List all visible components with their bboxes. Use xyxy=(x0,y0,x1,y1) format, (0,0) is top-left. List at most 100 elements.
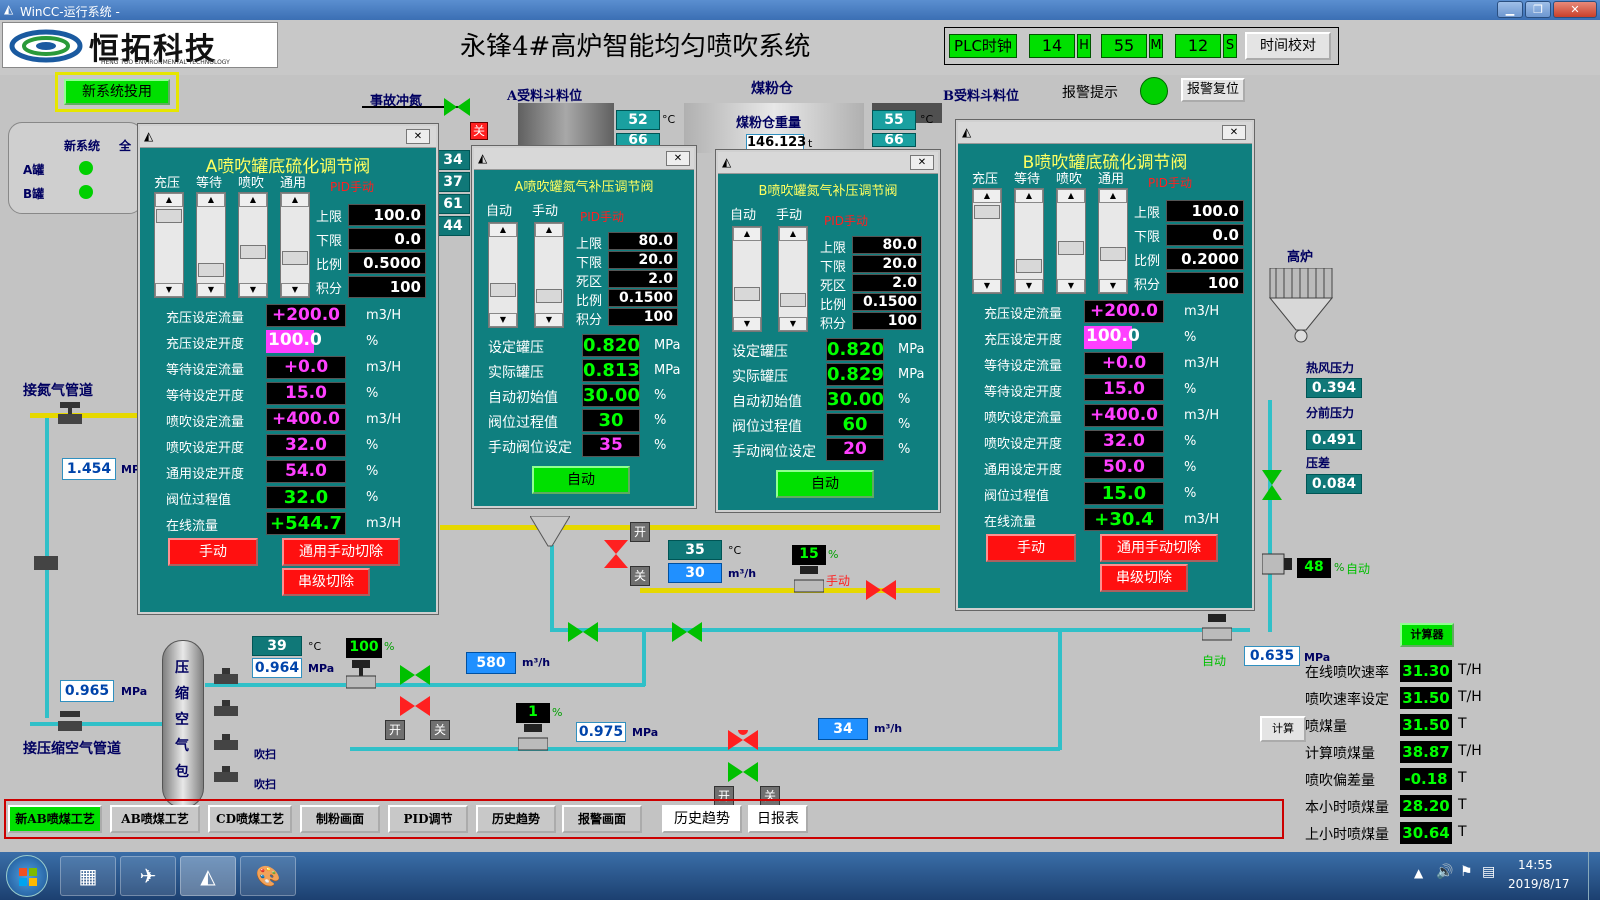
pbn2-row-value[interactable]: 30.00 xyxy=(826,388,884,411)
pb-slider-thumb[interactable] xyxy=(1016,259,1042,273)
pa-slider-down-icon[interactable]: ▼ xyxy=(155,283,183,297)
valve-1-icon[interactable] xyxy=(518,724,548,752)
pb-slider-down-icon[interactable]: ▼ xyxy=(1099,279,1127,293)
pb-slider-2[interactable]: ▲▼ xyxy=(1056,188,1086,294)
alarm-reset-button[interactable]: 报警复位 xyxy=(1181,78,1245,102)
pbn2-slider-up-icon[interactable]: ▲ xyxy=(733,227,761,241)
mid-control-valve-icon[interactable] xyxy=(794,566,824,594)
pbn2-slider-thumb[interactable] xyxy=(734,287,760,301)
green-vertical-valve-icon[interactable] xyxy=(1262,470,1282,500)
pan2-limit-value[interactable]: 100 xyxy=(608,308,678,326)
pan2-limit-value[interactable]: 2.0 xyxy=(608,270,678,288)
pb-row-value[interactable]: 32.0 xyxy=(1084,430,1164,453)
mid-valve-icon[interactable] xyxy=(34,552,58,574)
bag-control-valve-icon[interactable] xyxy=(346,660,376,690)
pbn2-slider-0[interactable]: ▲▼ xyxy=(732,226,762,332)
pb-slider-1[interactable]: ▲▼ xyxy=(1014,188,1044,294)
pa-row-value[interactable]: 32.0 xyxy=(266,434,346,457)
pa-slider-down-icon[interactable]: ▼ xyxy=(281,283,309,297)
lower-right-valve-icon[interactable] xyxy=(1202,614,1232,642)
pa-slider-down-icon[interactable]: ▼ xyxy=(239,283,267,297)
nav-button-8[interactable]: 日报表 xyxy=(748,805,808,833)
tray-expand-icon[interactable]: ▲ xyxy=(1414,866,1424,880)
pan2-row-value[interactable]: 0.820 xyxy=(582,334,640,357)
pa-slider-down-icon[interactable]: ▼ xyxy=(197,283,225,297)
pbn2-limit-value[interactable]: 80.0 xyxy=(852,236,922,254)
close-button[interactable]: ✕ xyxy=(1553,1,1597,18)
pbn2-row-value[interactable]: 60 xyxy=(826,413,884,436)
pb-row-value[interactable]: 50.0 xyxy=(1084,456,1164,479)
panel-a-close-button[interactable]: ✕ xyxy=(406,129,430,144)
bag-valve-3-icon[interactable] xyxy=(214,734,238,752)
pb-slider-thumb[interactable] xyxy=(974,205,1000,219)
panel-a-manual-button[interactable]: 手动 xyxy=(168,538,258,566)
pbn2-row-value[interactable]: 0.829 xyxy=(826,363,884,386)
pb-row-value[interactable]: +200.0 xyxy=(1084,300,1164,323)
maximize-button[interactable]: ❐ xyxy=(1525,1,1551,18)
pan2-row-value[interactable]: 0.813 xyxy=(582,359,640,382)
pa-limit-value[interactable]: 0.0 xyxy=(348,228,426,250)
pbn2-row-value[interactable]: 0.820 xyxy=(826,338,884,361)
pb-slider-thumb[interactable] xyxy=(1100,247,1126,261)
pan2-slider-up-icon[interactable]: ▲ xyxy=(535,223,563,237)
pb-slider-up-icon[interactable]: ▲ xyxy=(973,189,1001,203)
pb-slider-0[interactable]: ▲▼ xyxy=(972,188,1002,294)
pb-slider-thumb[interactable] xyxy=(1058,241,1084,255)
n2-valve-icon[interactable] xyxy=(58,402,82,424)
close-button-3[interactable]: 关 xyxy=(630,566,650,586)
nav-button-7[interactable]: 历史趋势 xyxy=(662,805,742,833)
pb-row-value[interactable]: 100.0 xyxy=(1084,326,1140,349)
panel-bn2-auto-button[interactable]: 自动 xyxy=(776,470,874,498)
pbn2-slider-up-icon[interactable]: ▲ xyxy=(779,227,807,241)
pan2-row-value[interactable]: 30 xyxy=(582,409,640,432)
panel-a-general-manual-off-button[interactable]: 通用手动切除 xyxy=(282,538,400,566)
bag-valve-4-icon[interactable] xyxy=(214,766,238,784)
pb-slider-up-icon[interactable]: ▲ xyxy=(1015,189,1043,203)
green-valve-3-icon[interactable] xyxy=(568,622,598,642)
action-center-icon[interactable]: ▤ xyxy=(1482,864,1496,880)
pa-row-value[interactable]: 100.0 xyxy=(266,330,322,353)
pa-slider-1[interactable]: ▲▼ xyxy=(196,192,226,298)
pa-row-value[interactable]: +544.7 xyxy=(266,512,346,535)
panel-an2-auto-button[interactable]: 自动 xyxy=(532,466,630,494)
network-icon[interactable]: ⚑ xyxy=(1460,864,1473,880)
nav-button-1[interactable]: AB喷煤工艺 xyxy=(110,805,200,833)
pbn2-limit-value[interactable]: 0.1500 xyxy=(852,293,922,311)
pbn2-slider-down-icon[interactable]: ▼ xyxy=(779,317,807,331)
panel-b-close-button[interactable]: ✕ xyxy=(1222,125,1246,140)
show-desktop-button[interactable] xyxy=(1588,852,1600,900)
pa-row-value[interactable]: 15.0 xyxy=(266,382,346,405)
pa-limit-value[interactable]: 100 xyxy=(348,276,426,298)
pb-row-value[interactable]: +0.0 xyxy=(1084,352,1164,375)
pb-slider-3[interactable]: ▲▼ xyxy=(1098,188,1128,294)
pa-limit-value[interactable]: 100.0 xyxy=(348,204,426,226)
pan2-slider-thumb[interactable] xyxy=(536,289,562,303)
pan2-row-value[interactable]: 30.00 xyxy=(582,384,640,407)
pb-row-value[interactable]: 15.0 xyxy=(1084,482,1164,505)
taskbar-paint-icon[interactable]: 🎨 xyxy=(240,856,296,896)
panel-b-cascade-off-button[interactable]: 串级切除 xyxy=(1100,564,1188,592)
taskbar-app-icon[interactable]: ✈ xyxy=(120,856,176,896)
green-valve-2-icon[interactable] xyxy=(728,762,758,782)
bag-valve-1-icon[interactable] xyxy=(214,668,238,686)
pa-slider-up-icon[interactable]: ▲ xyxy=(197,193,225,207)
right-control-valve-icon[interactable] xyxy=(1262,548,1292,580)
pbn2-limit-value[interactable]: 2.0 xyxy=(852,274,922,292)
open-button-1[interactable]: 开 xyxy=(385,720,405,740)
red-valve-3-icon[interactable] xyxy=(866,580,896,600)
pa-slider-thumb[interactable] xyxy=(156,209,182,223)
calc-button[interactable]: 计算 xyxy=(1260,716,1306,742)
pan2-slider-thumb[interactable] xyxy=(490,283,516,297)
pan2-limit-value[interactable]: 80.0 xyxy=(608,232,678,250)
nav-button-4[interactable]: PID调节 xyxy=(388,805,468,833)
green-valve-4-icon[interactable] xyxy=(672,622,702,642)
pbn2-limit-value[interactable]: 100 xyxy=(852,312,922,330)
emergency-valve-icon[interactable] xyxy=(444,98,470,116)
red-valve-1-icon[interactable] xyxy=(400,696,430,716)
pa-row-value[interactable]: 32.0 xyxy=(266,486,346,509)
pa-slider-2[interactable]: ▲▼ xyxy=(238,192,268,298)
taskbar-calculator-icon[interactable]: ▦ xyxy=(60,856,116,896)
green-valve-1-icon[interactable] xyxy=(400,665,430,685)
pan2-limit-value[interactable]: 0.1500 xyxy=(608,289,678,307)
pbn2-slider-1[interactable]: ▲▼ xyxy=(778,226,808,332)
